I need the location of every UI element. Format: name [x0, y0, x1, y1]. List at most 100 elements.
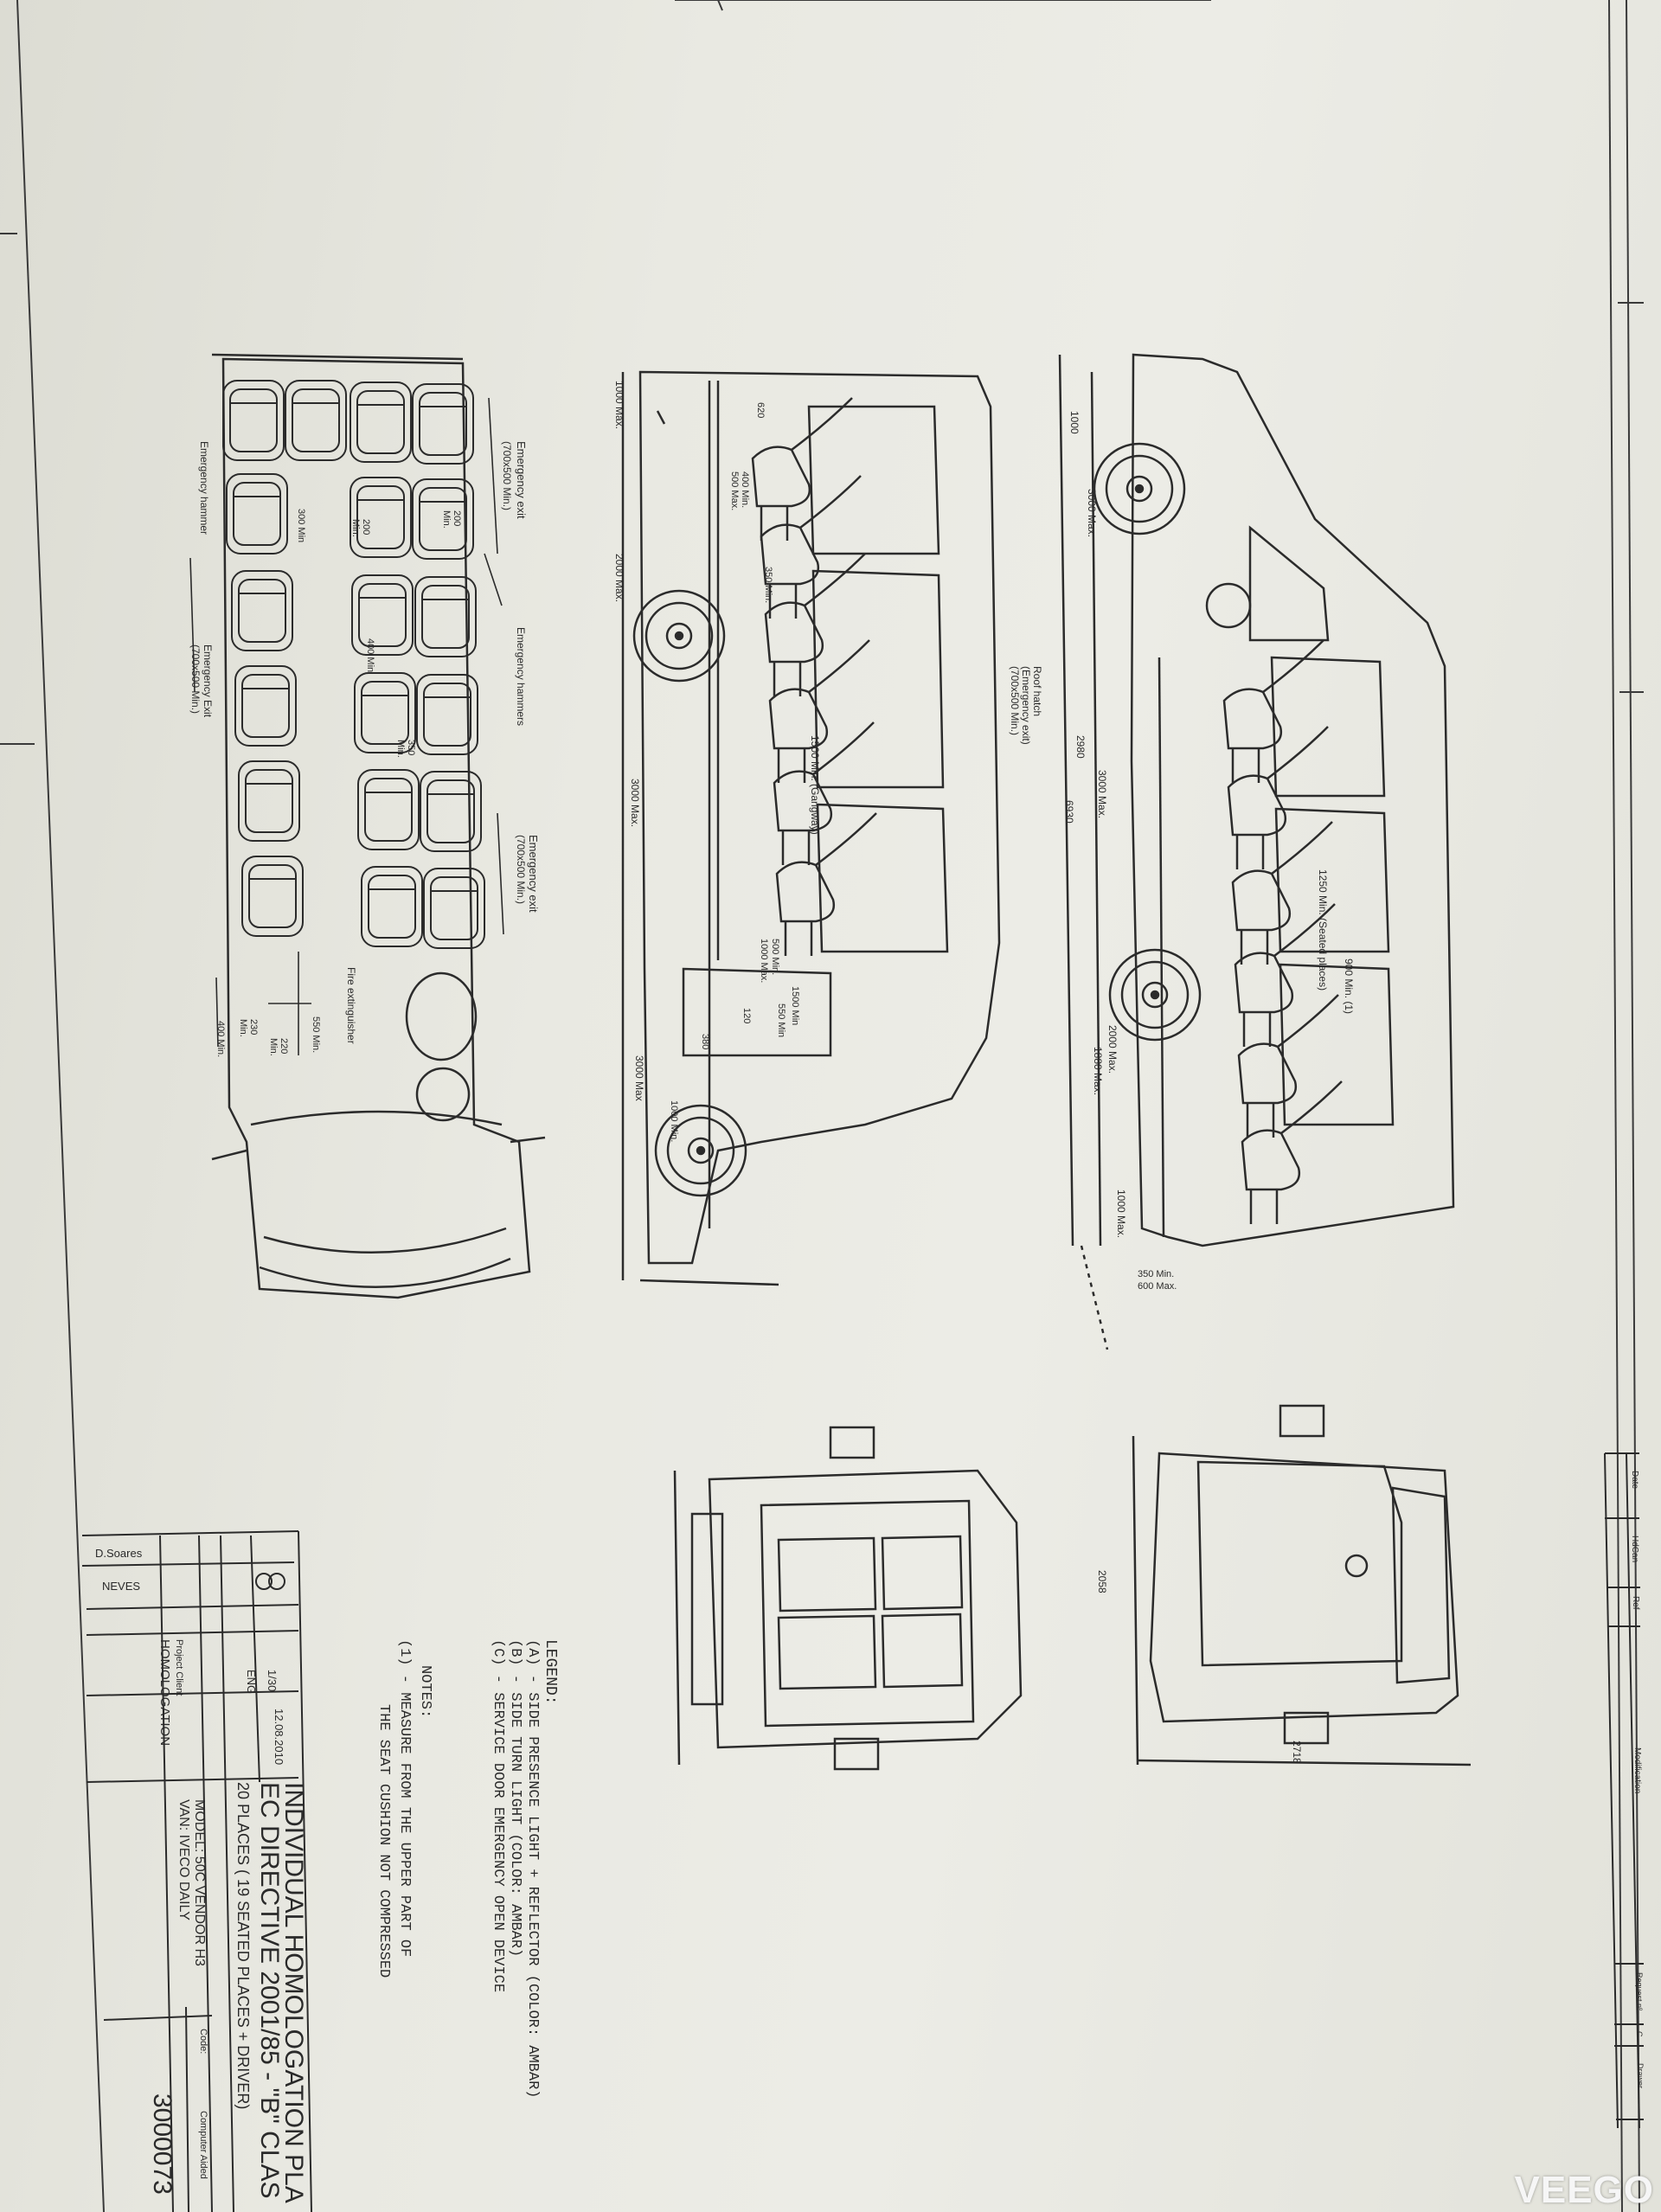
- tb-model-line-2: VAN: IVECO DAILY: [176, 1799, 191, 1920]
- label-d-500: 500 Max.: [729, 471, 740, 510]
- side-right-wheels: [1093, 442, 1202, 1042]
- notes: NOTES: (1) - MEASURE FROM THE UPPER PART…: [375, 1639, 433, 1978]
- label-emergency-exit-front: Emergency exit: [515, 441, 528, 519]
- label-d-1880: 1880 Max.: [1092, 1047, 1104, 1095]
- label-d-1000-bottom: 1000 Min.: [669, 1100, 679, 1142]
- label-d-350-min-right: 350 Min.: [1138, 1269, 1174, 1279]
- label-seat-200a: 200: [361, 519, 371, 535]
- legend-item-c: (C) - SERVICE DOOR EMERGENCY OPEN DEVICE: [490, 1639, 506, 1992]
- label-roof-hatch-sub: (Emergency exit): [1020, 666, 1032, 745]
- label-d-120: 120: [741, 1008, 752, 1023]
- end-view-labels: 2058 2718: [1096, 1570, 1303, 1764]
- tb-lang: ENG: [245, 1670, 258, 1694]
- label-emergency-exit-front-dim: (700x500 Min.): [501, 441, 513, 510]
- tb-checker: NEVES: [102, 1580, 140, 1593]
- side-view-right: [1058, 353, 1455, 1350]
- rev-ref: Ref: [1631, 1596, 1640, 1610]
- label-d-550: 550 Min: [776, 1003, 786, 1037]
- plan-seats: [222, 380, 485, 949]
- side-right-labels: 1000 3000 Max. 2980 6930 3000 Max. 2000 …: [1063, 411, 1355, 1292]
- title-block: [81, 1530, 312, 2212]
- label-dim-230-min: Min.: [238, 1019, 248, 1037]
- label-d-1000-max-right: 1000 Max.: [1115, 1189, 1127, 1238]
- revision-block-text: Date HdCan Ref Modification Request nº C…: [1630, 1471, 1645, 2088]
- side-left-wheels: [632, 589, 747, 1197]
- rev-request: Request nº: [1635, 1972, 1644, 2011]
- side-left-labels: 1000 Max. 2000 Max. 3000 Max. 3000 Max 6…: [613, 381, 1043, 1142]
- tb-author: D.Soares: [95, 1547, 143, 1560]
- rev-modification: Modification: [1632, 1747, 1642, 1793]
- front-end-view: [673, 1426, 1023, 1771]
- label-seat-350: 350: [406, 740, 416, 755]
- label-dim-550: 550 Min.: [311, 1016, 321, 1053]
- label-dim-400: 400 Min.: [215, 1021, 226, 1057]
- plan-top-dim-lines: [189, 397, 504, 1055]
- tb-date: 12.08.2010: [273, 1709, 285, 1765]
- tb-scale: 1/30: [266, 1670, 279, 1691]
- veego-watermark: VEEGO: [1514, 2169, 1654, 2211]
- plan-top-labels: Emergency exit (700x500 Min.) Emergency …: [189, 441, 540, 1057]
- label-dim-220-min: Min.: [268, 1038, 279, 1056]
- label-aisle-300: 300 Min: [296, 509, 306, 542]
- tb-number: 3000073: [148, 2093, 176, 2195]
- tb-title-line-1: INDIVIDUAL HOMOLOGATION PLA: [279, 1782, 308, 2203]
- tb-title-line-3: 20 PLACES ( 19 SEATED PLACES + DRIVER): [234, 1782, 252, 2109]
- label-d-2000-max: 2000 Max.: [613, 554, 625, 602]
- legend-item-a: (A) - SIDE PRESENCE LIGHT + REFLECTOR (C…: [524, 1639, 541, 2099]
- label-seat-350-min: Min.: [395, 740, 406, 758]
- label-d-1500: 1500 Min: [790, 986, 800, 1025]
- tb-project: HOMOLOGATION: [157, 1639, 172, 1746]
- legend-title: LEGEND:: [542, 1639, 559, 1705]
- legend: LEGEND: (A) - SIDE PRESENCE LIGHT + REFL…: [490, 1639, 559, 2099]
- label-d-600-max-right: 600 Max.: [1138, 1281, 1177, 1292]
- rev-drawer: Drawer: [1636, 2063, 1645, 2088]
- rev-c: C: [1635, 2031, 1644, 2037]
- label-d-400: 400 Min.: [740, 471, 750, 508]
- label-d-2980: 2980: [1074, 735, 1087, 759]
- label-aisle-400: 400 Min: [365, 638, 375, 672]
- label-min-b: Min.: [441, 510, 452, 529]
- tb-code-label: Code:: [198, 2029, 208, 2054]
- label-d-1000-max: 1000 Max.: [613, 381, 625, 429]
- label-d-6930: 6930: [1063, 800, 1075, 824]
- label-gangway: 1500 Min. (Gangway): [809, 735, 821, 835]
- label-emergency-exit-rear-dim: (700x500 Min.): [515, 835, 527, 904]
- label-dim-230: 230: [248, 1019, 259, 1035]
- label-rear-width: 2718: [1291, 1741, 1303, 1764]
- label-d-1000-min: 1000 Max.: [759, 939, 769, 983]
- label-d-380: 380: [700, 1034, 710, 1049]
- notes-line-1: (1) - MEASURE FROM THE UPPER PART OF: [396, 1639, 413, 1957]
- label-d-2000: 2000 Max.: [1106, 1025, 1119, 1074]
- label-d-3000-max: 3000 Max.: [629, 779, 641, 827]
- label-d-900: 900 Min. (1): [1343, 959, 1355, 1014]
- label-d-620: 620: [755, 402, 766, 418]
- label-seat-200b: 200: [452, 510, 462, 526]
- tb-title-line-2: EC DIRECTIVE 2001/85 - "B" CLAS: [255, 1782, 284, 2198]
- rear-end-view: [1132, 1404, 1472, 1766]
- label-d-3000: 3000 Max.: [1086, 489, 1098, 537]
- label-emergency-hammers: Emergency hammers: [515, 627, 527, 726]
- label-roof-hatch: Roof hatch: [1031, 666, 1043, 716]
- label-emergency-exit-rear: Emergency exit: [527, 835, 540, 913]
- plan-top-view: [211, 353, 546, 1299]
- notes-title: NOTES:: [417, 1665, 433, 1718]
- title-block-text: D.Soares NEVES 1/30 ENG 12.08.2010 Proje…: [95, 1547, 308, 2203]
- tb-model-line-1: MODEL: 50C VENDOR H3: [192, 1799, 207, 1966]
- tb-project-label: Project Client: [174, 1639, 184, 1696]
- label-roof-hatch-dim: (700x500 Min.): [1009, 666, 1021, 735]
- label-seated-places: 1250 Min. (Seated places): [1317, 869, 1329, 991]
- label-dim-220: 220: [279, 1038, 289, 1054]
- side-view-left: [621, 370, 1001, 1286]
- rev-date: Date: [1630, 1471, 1639, 1490]
- label-d-350: 350 Min.: [763, 567, 773, 603]
- label-d-500-min: 500 Min.: [770, 939, 780, 975]
- label-front-width: 2058: [1096, 1570, 1108, 1593]
- revision-block: [1604, 1452, 1644, 2129]
- label-fire-extinguisher: Fire extinguisher: [345, 967, 357, 1044]
- label-emergency-hammer: Emergency hammer: [198, 441, 210, 535]
- label-emergency-exit-side-dim: (700x500 Min.): [189, 644, 202, 714]
- tb-computer-label: Computer Aided: [198, 2111, 208, 2179]
